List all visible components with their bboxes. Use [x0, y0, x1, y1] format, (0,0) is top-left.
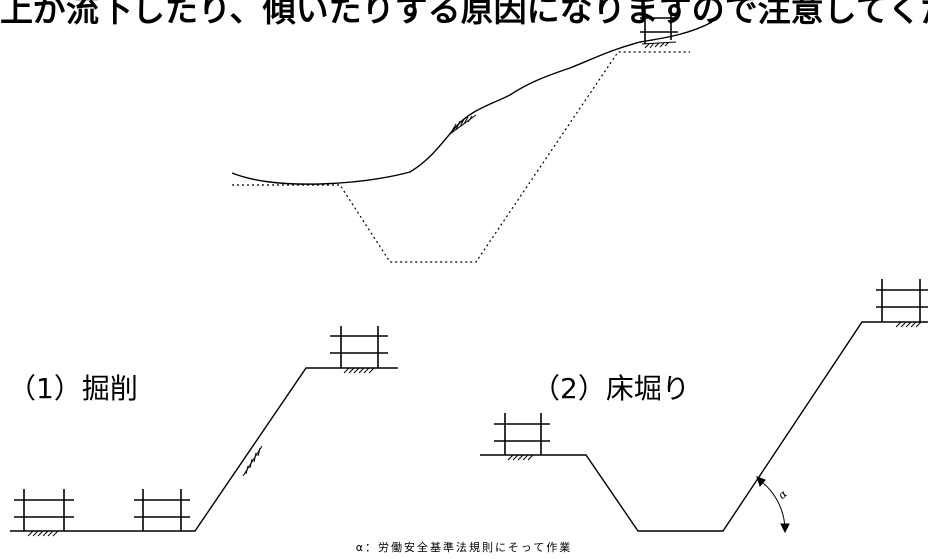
house-icon	[494, 413, 550, 455]
ground-surface-line	[231, 21, 713, 185]
excavation-slope-hatch	[242, 445, 263, 477]
excavation-profile	[10, 326, 398, 537]
house-icon	[876, 279, 928, 322]
hillside-cross-section	[231, 8, 713, 263]
footnote-note: α：労働安全基準法規則にそって作業	[355, 541, 573, 554]
ground-hatch-mark	[27, 530, 59, 537]
house-icon	[134, 489, 190, 531]
planned-cut-outline	[232, 51, 690, 263]
angle-arrow-top	[756, 476, 766, 488]
floor-dig-profile	[480, 279, 928, 534]
header-caution-text: 上が流下したり、傾いたりする原因になりますので注意してください	[0, 0, 928, 29]
ground-hatch-mark	[895, 321, 922, 328]
angle-arrow-bottom	[780, 523, 790, 534]
excavation-ground-line	[10, 367, 398, 532]
ground-hatch-mark	[507, 454, 534, 461]
floor-dig-ground-line	[480, 321, 928, 532]
ground-hatch-mark	[343, 367, 375, 374]
slope-hatch-mark	[449, 114, 477, 135]
house-icon	[14, 489, 74, 531]
ground-hatch-mark	[641, 41, 677, 49]
house-icon	[330, 326, 388, 368]
floor-dig-label: （2）床堀り	[532, 372, 690, 405]
excavation-label: （1）掘削	[8, 372, 138, 405]
house-icon	[640, 8, 678, 44]
